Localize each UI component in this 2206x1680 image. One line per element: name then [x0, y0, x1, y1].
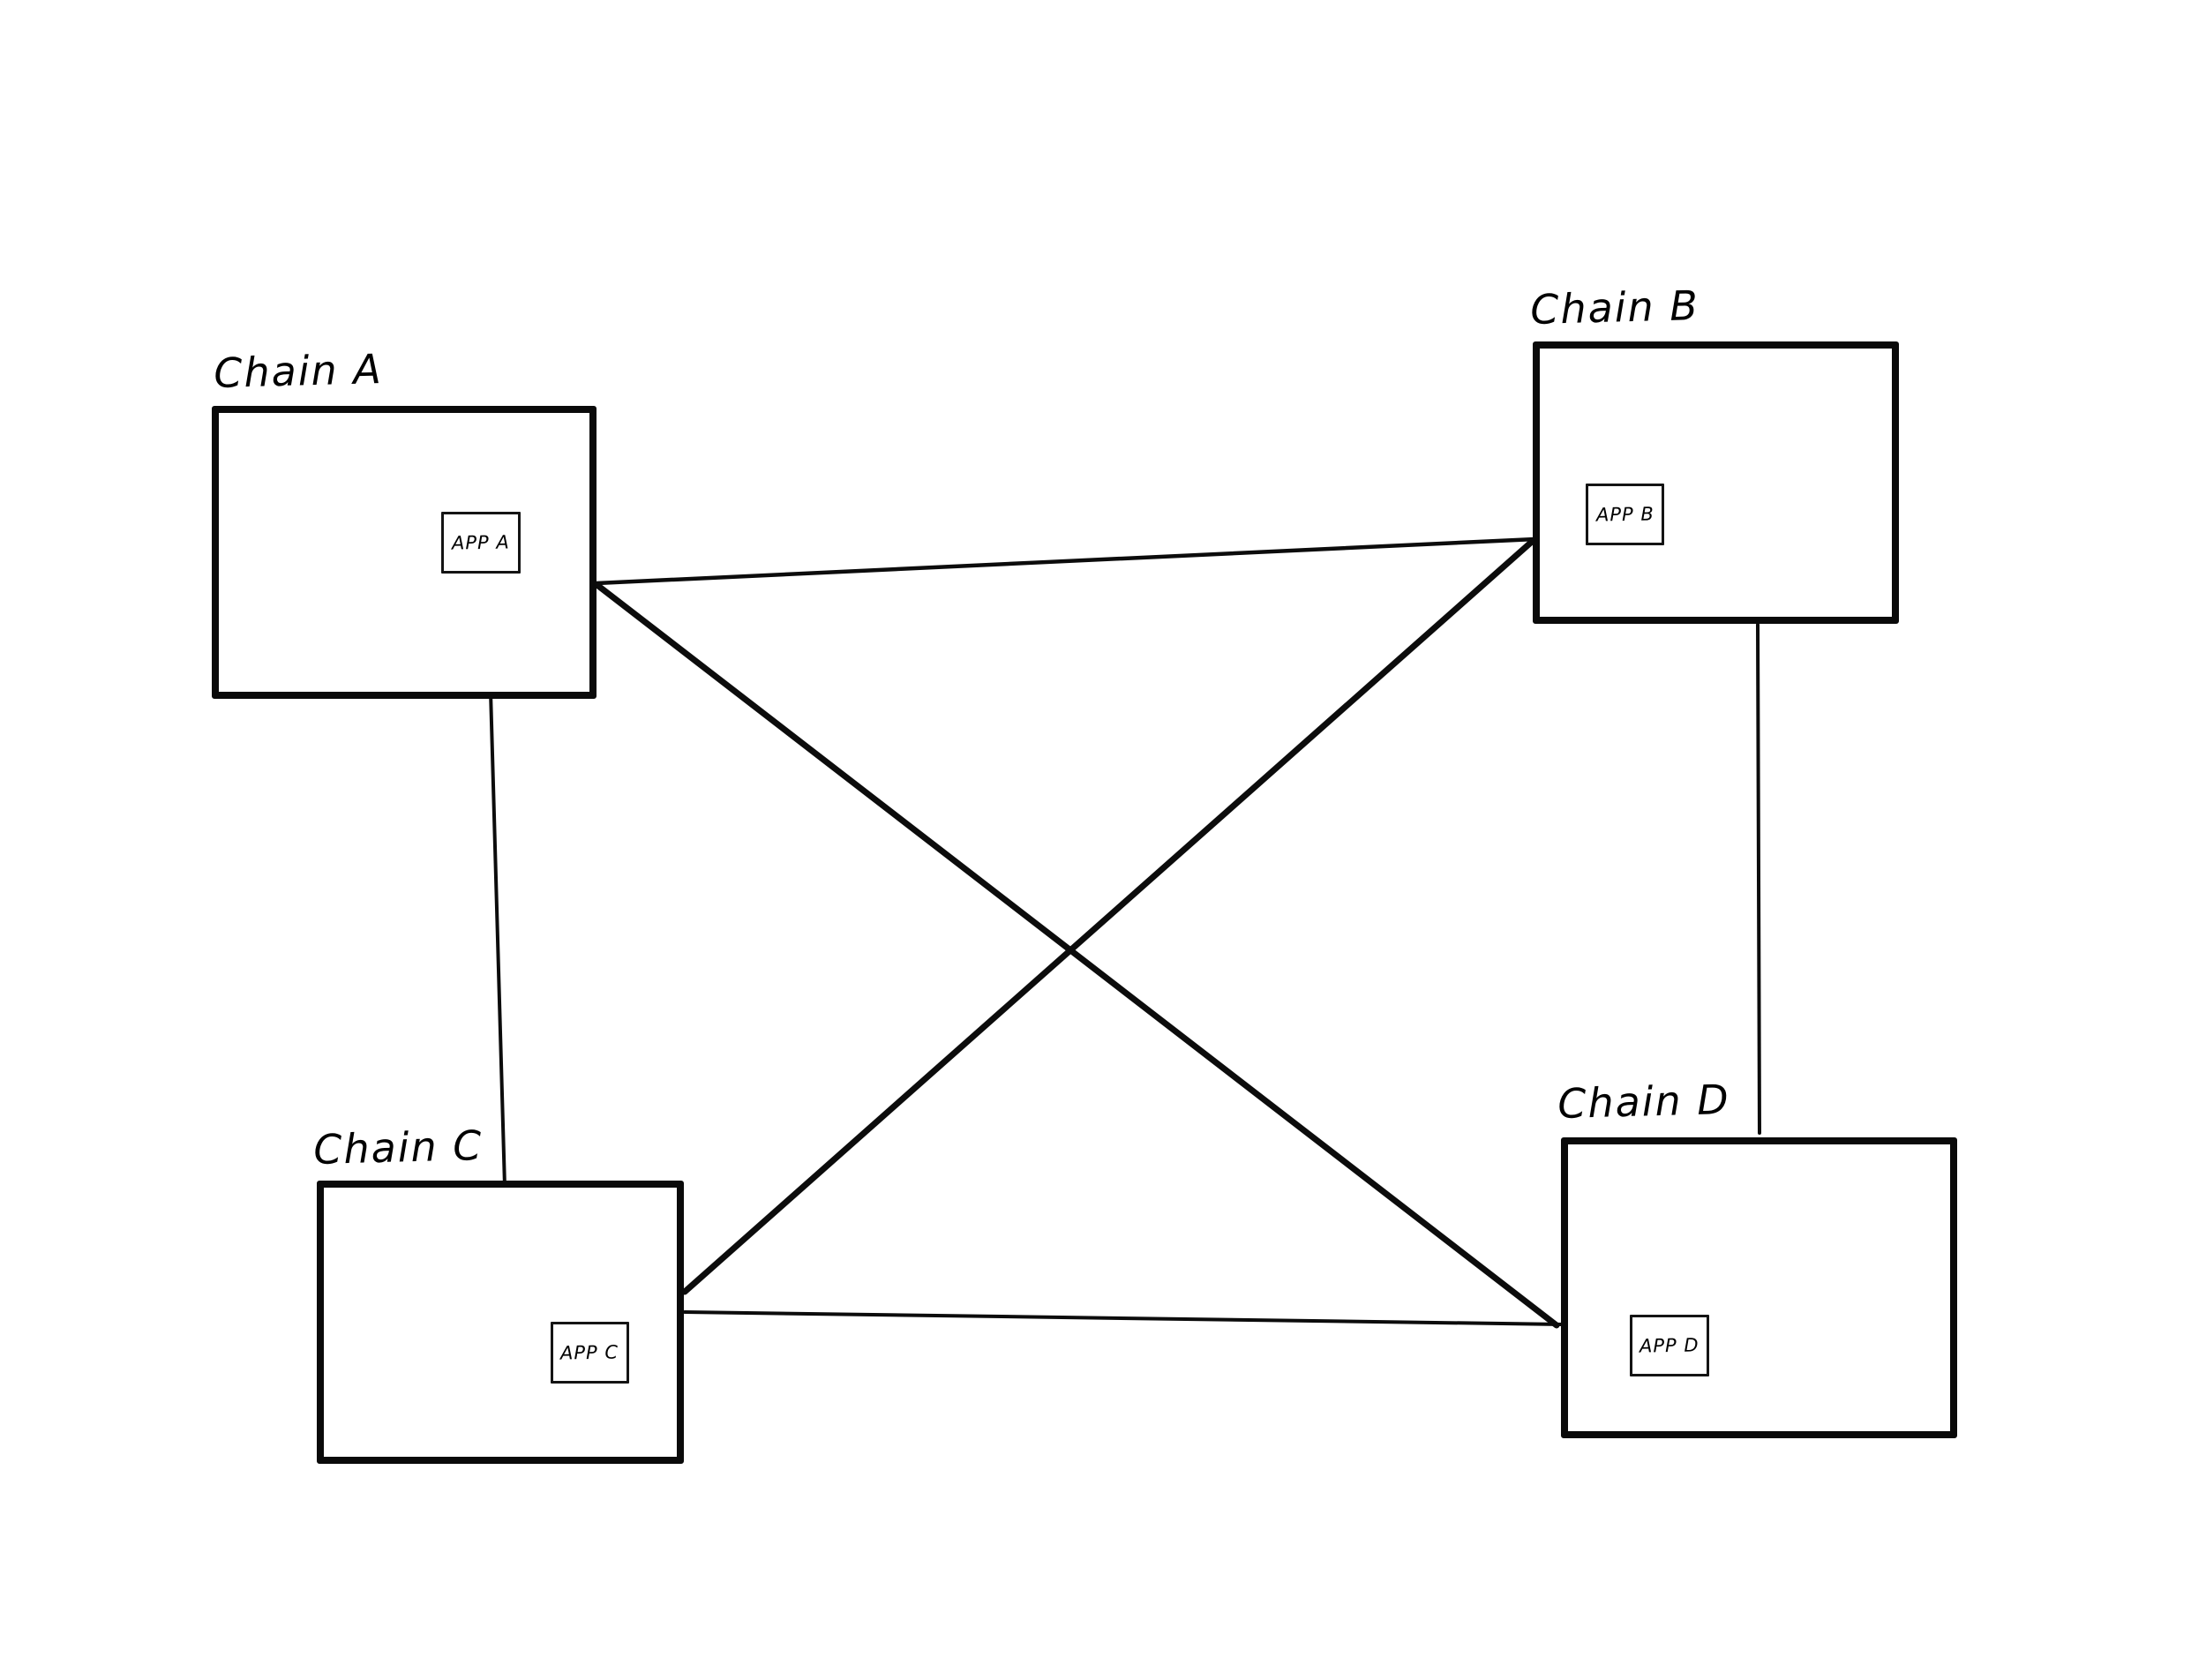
chain-b-box: APP B: [1533, 341, 1899, 624]
chain-b-label: Chain B: [1529, 281, 1700, 334]
connection-chain-c-chain-b: [681, 537, 1536, 1295]
connection-chain-a-chain-c: [489, 690, 506, 1189]
app-d-label: APP D: [1639, 1334, 1700, 1357]
chain-a-box: APP A: [212, 406, 597, 699]
app-b-box: APP B: [1586, 484, 1664, 545]
app-c-box: APP C: [551, 1322, 629, 1384]
chain-c-label: Chain C: [312, 1121, 484, 1174]
connection-chain-a-chain-d: [595, 582, 1560, 1329]
connection-chain-a-chain-b: [594, 536, 1538, 586]
app-a-label: APP A: [451, 531, 511, 554]
app-d-box: APP D: [1630, 1315, 1709, 1376]
chain-a-label: Chain A: [213, 345, 384, 397]
chain-d-label: Chain D: [1557, 1075, 1731, 1128]
app-b-label: APP B: [1595, 503, 1654, 526]
app-c-label: APP C: [560, 1341, 619, 1364]
chain-c-box: APP C: [317, 1181, 684, 1464]
app-a-box: APP A: [441, 512, 521, 574]
chain-d-box: APP D: [1561, 1137, 1957, 1438]
connection-chain-c-chain-d: [683, 1310, 1564, 1326]
connection-chain-b-chain-d: [1756, 623, 1761, 1135]
